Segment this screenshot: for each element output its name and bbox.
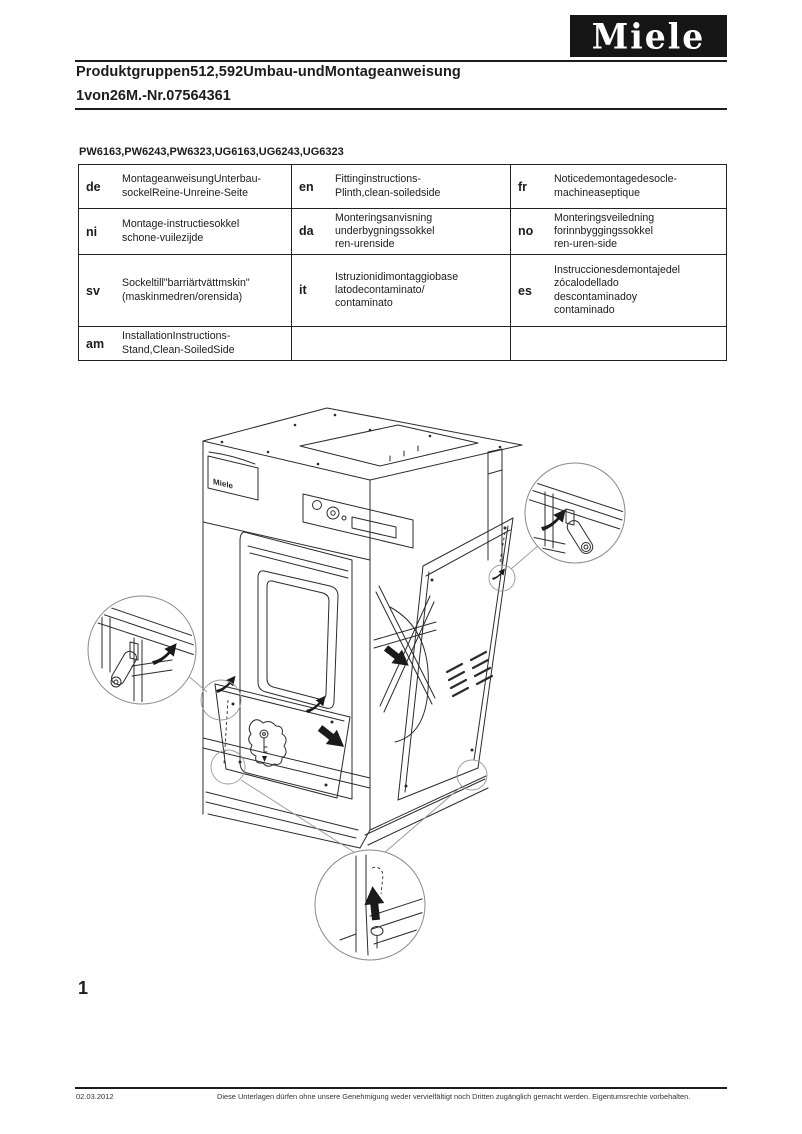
detail-callout-left xyxy=(87,595,197,705)
lang-code: sv xyxy=(86,283,100,298)
machine-diagram: Miele xyxy=(87,407,626,961)
lang-text: Istruzionidimontaggiobase latodecontamin… xyxy=(335,270,459,310)
table-cell-sv: sv Sockeltill"barriärtvättmskin" (maskin… xyxy=(78,254,292,327)
header-divider-bottom xyxy=(75,108,727,111)
lang-text: Instruccionesdemontajedel zócalodellado … xyxy=(554,264,681,316)
lang-code: am xyxy=(86,336,105,351)
machine-nameplate: Miele xyxy=(213,477,233,491)
table-cell-es: es Instruccionesdemontajedel zócalodella… xyxy=(510,254,727,327)
lang-text: Monteringsanvisning underbygningssokkel … xyxy=(335,211,435,251)
detail-marks xyxy=(185,544,540,855)
lang-code: da xyxy=(299,224,314,239)
lang-code: ni xyxy=(86,224,98,239)
table-cell-empty xyxy=(510,326,727,361)
footer-divider xyxy=(75,1087,727,1090)
table-cell-empty xyxy=(291,326,511,361)
tab-arrow-small xyxy=(492,568,505,580)
language-table: de MontageanweisungUnterbau- sockelReine… xyxy=(78,164,727,361)
document-subtitle: 1von26M.-Nr.07564361 xyxy=(76,88,231,104)
vent-slats xyxy=(445,650,494,698)
table-cell-en: en Fittinginstructions- Plinth,clean-soi… xyxy=(291,164,511,209)
machine-body xyxy=(202,407,523,849)
table-row: am InstallationInstructions- Stand,Clean… xyxy=(78,326,727,361)
key-detail xyxy=(248,719,287,767)
lang-text: Fittinginstructions- Plinth,clean-soiled… xyxy=(335,173,441,199)
screw-dots xyxy=(220,413,502,466)
table-cell-fr: fr Noticedemontagedesocle- machineasepti… xyxy=(510,164,727,209)
lang-code: de xyxy=(86,179,101,194)
table-cell-ni: ni Montage-instructiesokkel schone-vuile… xyxy=(78,208,292,255)
table-row: sv Sockeltill"barriärtvättmskin" (maskin… xyxy=(78,254,727,327)
detail-callout-bottom xyxy=(314,849,426,961)
table-cell-it: it Istruzionidimontaggiobase latodeconta… xyxy=(291,254,511,327)
lang-text: InstallationInstructions- Stand,Clean-So… xyxy=(122,330,235,356)
miele-logo-text: Miele xyxy=(591,15,706,57)
lang-text: Sockeltill"barriärtvättmskin" (maskinmed… xyxy=(122,277,250,303)
footer-date: 02.03.2012 xyxy=(76,1092,114,1101)
miele-logo: Miele xyxy=(570,15,727,57)
header-divider-top xyxy=(75,60,727,63)
lang-code: no xyxy=(518,224,534,239)
figure-number: 1 xyxy=(78,978,89,998)
lang-code: es xyxy=(518,283,532,298)
table-cell-no: no Monteringsveiledning forinnbyggingsso… xyxy=(510,208,727,255)
table-cell-am: am InstallationInstructions- Stand,Clean… xyxy=(78,326,292,361)
table-cell-da: da Monteringsanvisning underbygningssokk… xyxy=(291,208,511,255)
footer-notice: Diese Unterlagen dürfen ohne unsere Gene… xyxy=(217,1092,691,1101)
lang-text: Montage-instructiesokkel schone-vuilezij… xyxy=(122,218,240,244)
front-panel-open xyxy=(214,683,351,799)
detail-callout-top-right xyxy=(524,462,626,564)
lang-text: MontageanweisungUnterbau- sockelReine-Un… xyxy=(122,173,261,199)
table-row: ni Montage-instructiesokkel schone-vuile… xyxy=(78,208,727,255)
machine-interior-bracing xyxy=(373,585,437,743)
lang-code: it xyxy=(299,283,307,298)
table-cell-de: de MontageanweisungUnterbau- sockelReine… xyxy=(78,164,292,209)
lang-code: en xyxy=(299,179,314,194)
table-row: de MontageanweisungUnterbau- sockelReine… xyxy=(78,164,727,209)
lang-text: Noticedemontagedesocle- machineaseptique xyxy=(554,173,678,199)
document-title: Produktgruppen512,592Umbau-undMontageanw… xyxy=(76,64,461,80)
lift-arrow-left xyxy=(216,675,236,693)
lang-text: Monteringsveiledning forinnbyggingssokke… xyxy=(554,211,655,251)
model-list: PW6163,PW6243,PW6323,UG6163,UG6243,UG632… xyxy=(79,146,344,158)
lang-code: fr xyxy=(518,179,528,194)
